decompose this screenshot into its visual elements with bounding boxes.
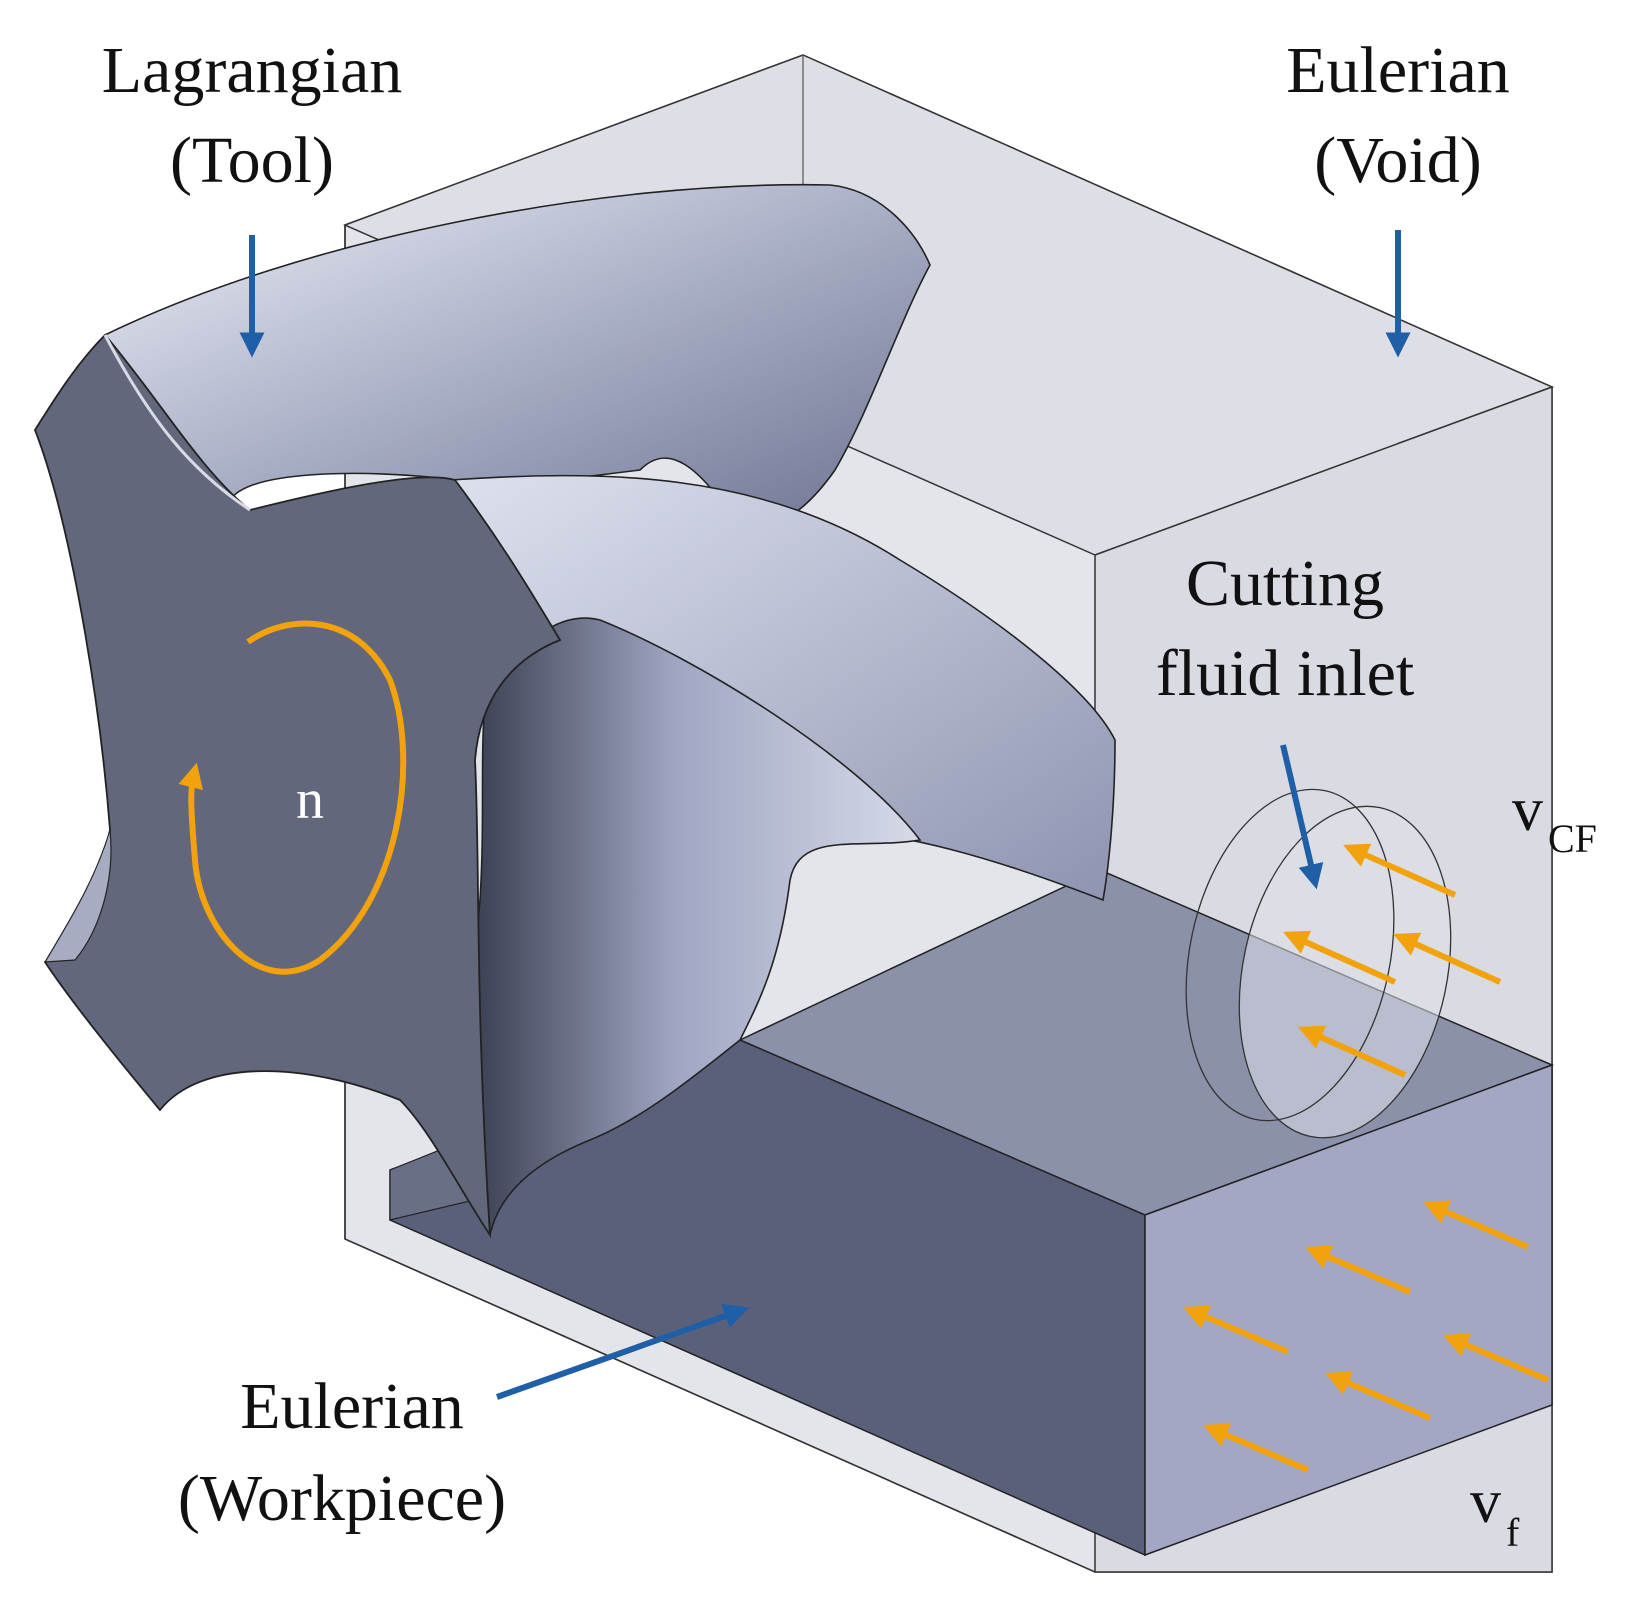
inlet-label-line2: fluid inlet (1156, 637, 1414, 710)
flow-arrow-icon (1325, 1371, 1432, 1421)
flow-arrow-icon (1298, 1025, 1407, 1078)
workpiece-label-line1: Eulerian (240, 1370, 464, 1443)
void-label-line1: Eulerian (1286, 34, 1510, 107)
vcf-label-sub: CF (1548, 816, 1597, 861)
flow-arrow-icon (1443, 1333, 1550, 1383)
flow-arrow-icon (1393, 932, 1502, 985)
rotation-indicator: n (178, 620, 407, 975)
feed-flow-arrows (1183, 1200, 1550, 1473)
fluid-flow-arrows (1283, 843, 1502, 1078)
inlet-label-line1: Cutting (1186, 547, 1384, 620)
pointer-arrows (239, 230, 1411, 1400)
void-label-line2: (Void) (1314, 124, 1481, 197)
rotation-circle-icon (178, 620, 407, 975)
vf-label-sub: f (1506, 1510, 1520, 1555)
tool-label-line2: (Tool) (170, 124, 334, 197)
rotation-label: n (296, 769, 324, 831)
down-arrow-icon (495, 1304, 750, 1400)
flow-arrow-icon (1203, 1423, 1310, 1473)
workpiece-end-face (1144, 1063, 1553, 1557)
labels: Lagrangian (Tool) Eulerian (Void) Cuttin… (102, 34, 1597, 1555)
vcf-label-main: v (1512, 776, 1543, 844)
inlet-back-rim (1238, 805, 1452, 1139)
flow-arrow-icon (1343, 843, 1457, 898)
workpiece-label-line2: (Workpiece) (178, 1462, 506, 1535)
down-arrow-icon (1280, 744, 1324, 890)
void-box-bottom-edge (344, 1238, 1096, 1573)
flow-arrow-icon (1183, 1305, 1290, 1355)
tool-body (33, 183, 1116, 1239)
tool-label-line1: Lagrangian (102, 34, 403, 107)
flow-arrow-icon (1305, 1245, 1412, 1295)
flow-arrow-icon (1423, 1200, 1530, 1250)
vf-label-main: v (1470, 1468, 1501, 1536)
flow-arrow-icon (1283, 930, 1397, 985)
tool-edge-highlight (103, 334, 251, 512)
tool-side-sliver (43, 829, 112, 963)
tool-end-face (33, 333, 562, 1239)
